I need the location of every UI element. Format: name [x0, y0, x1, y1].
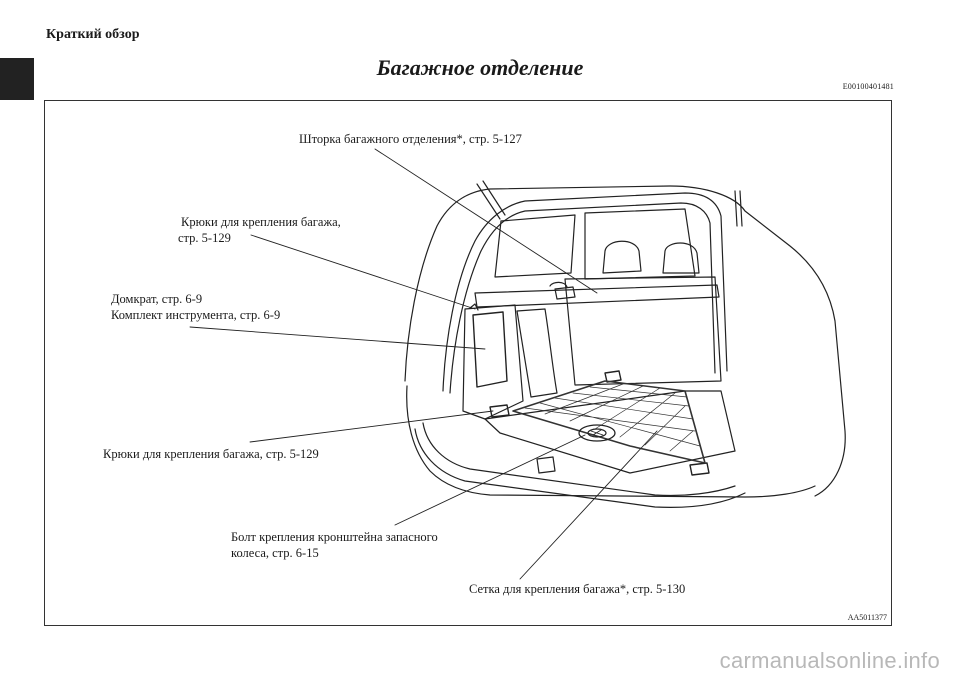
callout-cargo-cover: Шторка багажного отделения*, стр. 5-127: [299, 132, 522, 146]
callout-hooks-upper-line1: Крюки для крепления багажа,: [181, 215, 341, 229]
callout-spare-bolt-line1: Болт крепления кронштейна запасного: [231, 530, 438, 544]
document-code: E00100401481: [842, 82, 894, 91]
watermark: carmanualsonline.info: [719, 648, 940, 673]
section-tab: [0, 58, 34, 100]
callout-hooks-lower: Крюки для крепления багажа, стр. 5-129: [103, 447, 319, 461]
callout-spare-bolt-line2: колеса, стр. 6-15: [231, 546, 319, 560]
callout-hooks-upper-line2: стр. 5-129: [178, 231, 231, 245]
callout-luggage-net: Сетка для крепления багажа*, стр. 5-130: [469, 582, 686, 596]
section-header: Краткий обзор: [46, 27, 140, 42]
cargo-area-figure: Шторка багажного отделения*, стр. 5-127 …: [44, 100, 892, 626]
callout-jack: Домкрат, стр. 6-9: [111, 292, 203, 306]
callout-tool-kit: Комплект инструмента, стр. 6-9: [111, 308, 281, 322]
figure-code: AA5011377: [847, 613, 887, 622]
cargo-illustration: [189, 148, 846, 580]
page-title: Багажное отделение: [376, 55, 584, 80]
